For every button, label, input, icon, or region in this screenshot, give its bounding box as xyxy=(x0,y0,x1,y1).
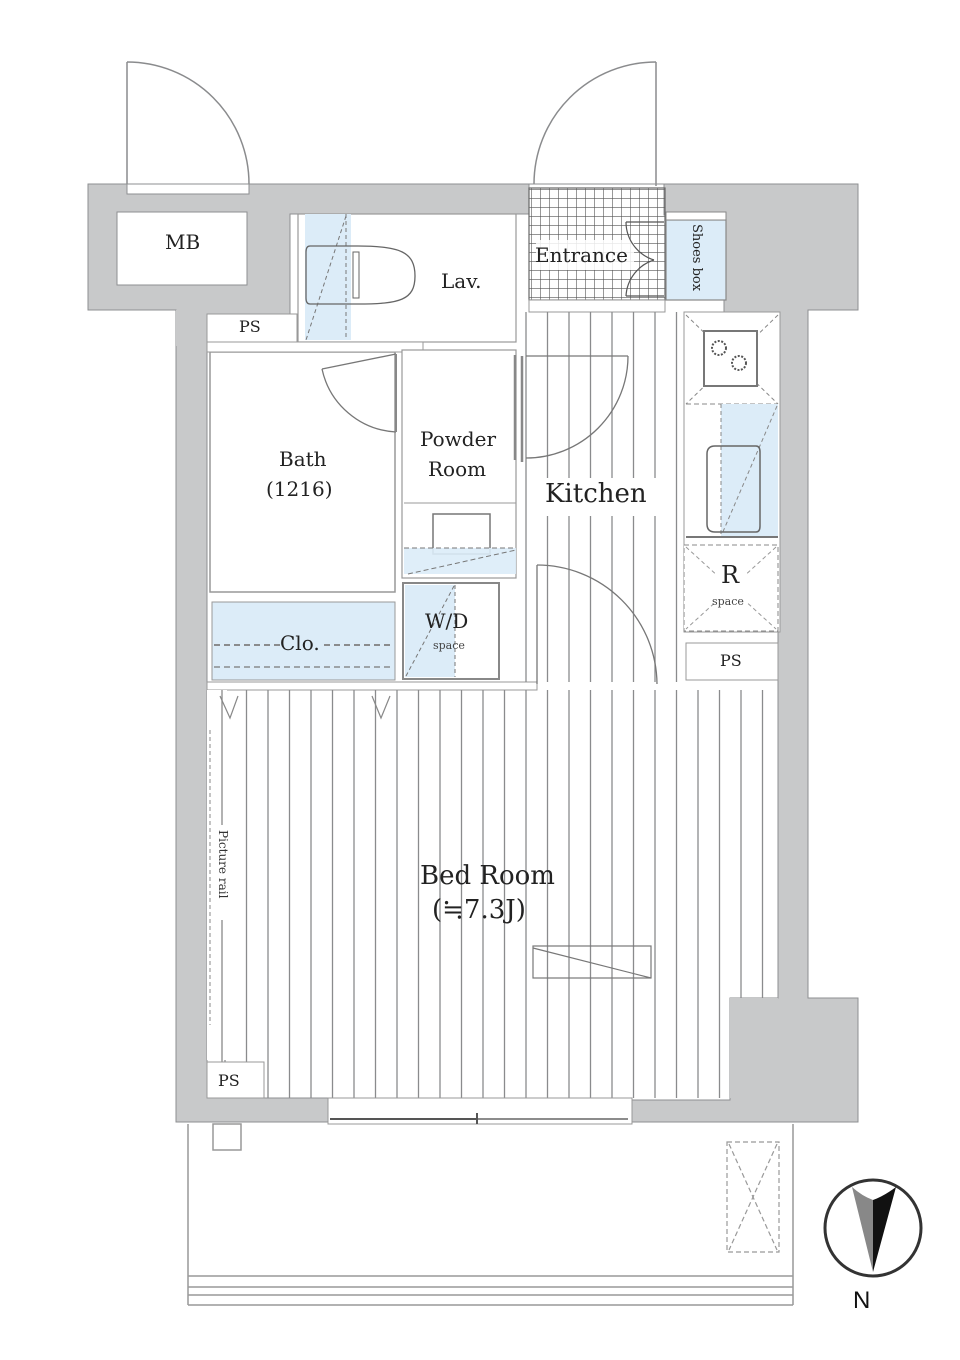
label-ps-bottom: PS xyxy=(218,1071,240,1090)
label-mb: MB xyxy=(165,230,201,254)
label-bed-room: Bed Room xyxy=(420,861,555,891)
label-wd-space: space xyxy=(433,639,465,652)
label-bath: Bath xyxy=(279,447,327,471)
label-lav: Lav. xyxy=(441,269,482,293)
label-r: R xyxy=(721,561,740,589)
ps-kitchen-box xyxy=(685,642,779,681)
mb-closet xyxy=(116,211,248,286)
label-north: N xyxy=(853,1287,871,1314)
mb-door xyxy=(126,61,250,186)
label-bed-room-size: (≒7.3J) xyxy=(432,895,526,925)
outdoor-unit-space xyxy=(726,1141,780,1253)
stove-icon xyxy=(685,314,779,405)
label-powder-room-1: Powder xyxy=(420,427,497,451)
ps-bottom-box xyxy=(206,1061,265,1099)
label-picture-rail: Picture rail xyxy=(215,830,230,899)
label-shoes-box: Shoes box xyxy=(688,224,704,292)
toilet-bowl-icon xyxy=(305,245,416,305)
label-entrance: Entrance xyxy=(535,243,628,267)
toilet-tank-area xyxy=(305,214,351,340)
kitchen-sink-icon xyxy=(706,445,761,533)
bedroom-floor xyxy=(207,690,778,1098)
bath-room xyxy=(209,351,396,593)
label-r-space: space xyxy=(712,595,744,608)
vanity-sink-icon xyxy=(432,513,491,555)
label-ps-top: PS xyxy=(239,317,261,336)
label-wd: W/D xyxy=(425,609,469,633)
air-conditioner-icon xyxy=(532,945,652,979)
label-bath-size: (1216) xyxy=(266,477,333,501)
label-closet: Clo. xyxy=(280,631,320,655)
entrance-door xyxy=(533,61,657,186)
balcony-window xyxy=(327,1097,633,1125)
label-ps-kitchen: PS xyxy=(720,651,742,670)
balcony xyxy=(187,1123,794,1306)
north-compass-icon xyxy=(823,1178,923,1278)
label-kitchen: Kitchen xyxy=(545,479,647,509)
label-powder-room-2: Room xyxy=(428,457,487,481)
shoes-box xyxy=(665,219,727,301)
